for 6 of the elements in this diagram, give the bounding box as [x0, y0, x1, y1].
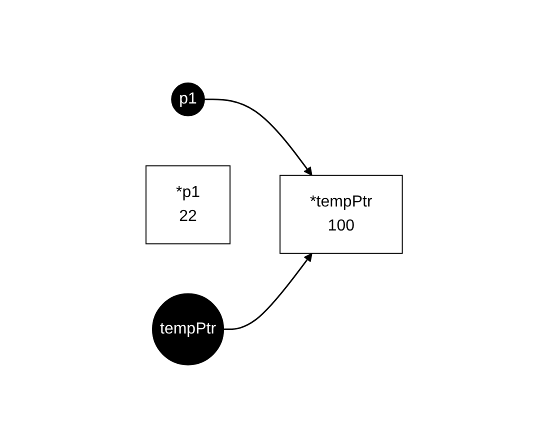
- node-circle: tempPtr: [152, 292, 224, 365]
- node-box: *p1 22: [146, 164, 231, 244]
- arrow: [224, 252, 313, 330]
- node-circle: p1: [171, 82, 206, 116]
- arrow: [204, 98, 313, 176]
- node-box: *tempPtr 100: [280, 174, 404, 254]
